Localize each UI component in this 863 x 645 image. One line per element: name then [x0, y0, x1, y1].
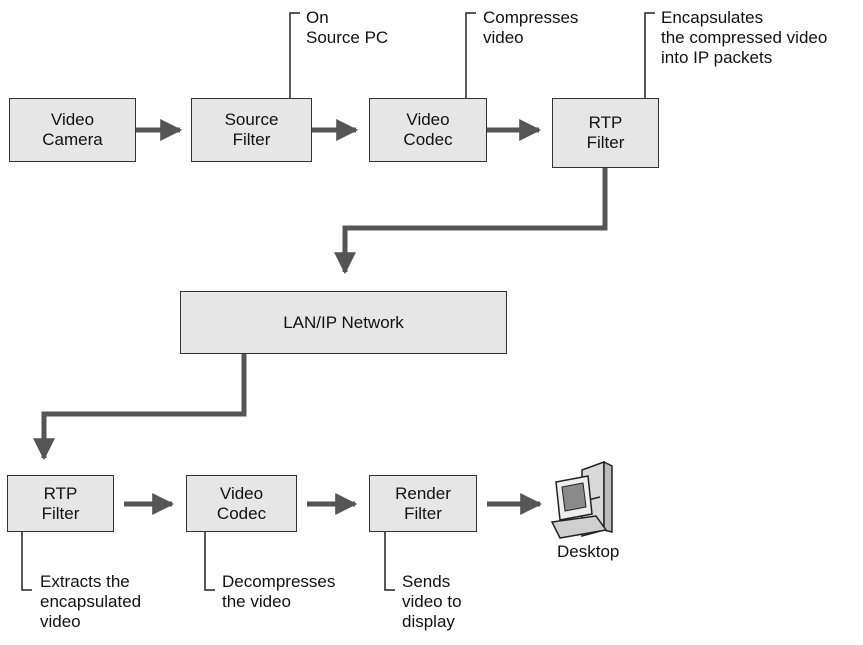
note-rtp-top-line1: Encapsulates: [661, 8, 764, 27]
leader-render: [384, 532, 395, 591]
video-codec-bottom-box: Video Codec: [186, 475, 297, 532]
render-filter-box: Render Filter: [369, 475, 477, 532]
note-rtp-bottom-line2: encapsulated: [40, 592, 142, 611]
lan-ip-network-label: LAN/IP Network: [283, 312, 404, 332]
leader-source: [289, 12, 300, 104]
note-render-line1: Sends: [402, 572, 451, 591]
note-render-line2: video to: [402, 592, 462, 611]
note-rtp-bottom: Extracts the encapsulated video: [40, 572, 141, 632]
source-filter-label-line1: Source: [224, 110, 279, 129]
rtp-filter-top-box: RTP Filter: [552, 98, 659, 168]
video-codec-top-label-line1: Video: [406, 110, 450, 129]
rtp-filter-bottom-box: RTP Filter: [7, 475, 114, 532]
rtp-filter-bottom-label-line1: RTP: [43, 483, 78, 503]
arrow-network-to-rtp: [33, 352, 247, 461]
leader-rtp-bottom: [21, 532, 32, 591]
render-filter-label-line1: Render: [395, 483, 451, 503]
source-filter-label-line2: Filter: [232, 130, 271, 149]
video-codec-top-label-line2: Codec: [403, 130, 453, 149]
video-codec-bottom-label-line2: Codec: [216, 503, 267, 523]
rtp-filter-top-label-line2: Filter: [586, 133, 625, 152]
note-source: On Source PC: [306, 8, 388, 48]
render-filter-label-line2: Filter: [404, 503, 442, 523]
note-source-line1: On: [306, 8, 329, 27]
note-rtp-top-line3: into IP packets: [661, 48, 773, 67]
note-codec-bottom-line1: Decompresses: [222, 572, 336, 591]
leader-rtp-top: [644, 12, 655, 104]
note-codec-top-line2: video: [483, 28, 524, 47]
video-codec-top-box: Video Codec: [369, 98, 487, 162]
note-rtp-top: Encapsulates the compressed video into I…: [661, 8, 827, 68]
video-camera-box: Video Camera: [9, 98, 136, 162]
note-render: Sends video to display: [402, 572, 462, 632]
video-camera-label-line2: Camera: [42, 130, 103, 149]
arrow-rtp-to-network: [334, 168, 608, 275]
desktop-computer-icon: [550, 460, 613, 539]
source-filter-box: Source Filter: [191, 98, 312, 162]
video-camera-label-line1: Video: [50, 110, 95, 129]
note-source-line2: Source PC: [306, 28, 389, 47]
desktop-label: Desktop: [557, 542, 620, 561]
note-codec-top: Compresses video: [483, 8, 578, 48]
note-rtp-bottom-line1: Extracts the: [40, 572, 130, 591]
leader-codec-top: [465, 12, 476, 104]
note-codec-bottom-line2: the video: [222, 592, 291, 611]
note-rtp-bottom-line3: video: [40, 612, 81, 631]
rtp-filter-bottom-label-line2: Filter: [41, 503, 80, 523]
lan-ip-network-box: LAN/IP Network: [180, 291, 507, 354]
video-codec-bottom-label-line1: Video: [219, 483, 264, 503]
note-codec-top-line1: Compresses: [483, 8, 579, 27]
leader-codec-bottom: [204, 532, 215, 591]
note-codec-bottom: Decompresses the video: [222, 572, 335, 612]
note-render-line3: display: [402, 612, 455, 631]
note-rtp-top-line2: the compressed video: [661, 28, 828, 47]
rtp-filter-top-label-line1: RTP: [588, 113, 623, 132]
